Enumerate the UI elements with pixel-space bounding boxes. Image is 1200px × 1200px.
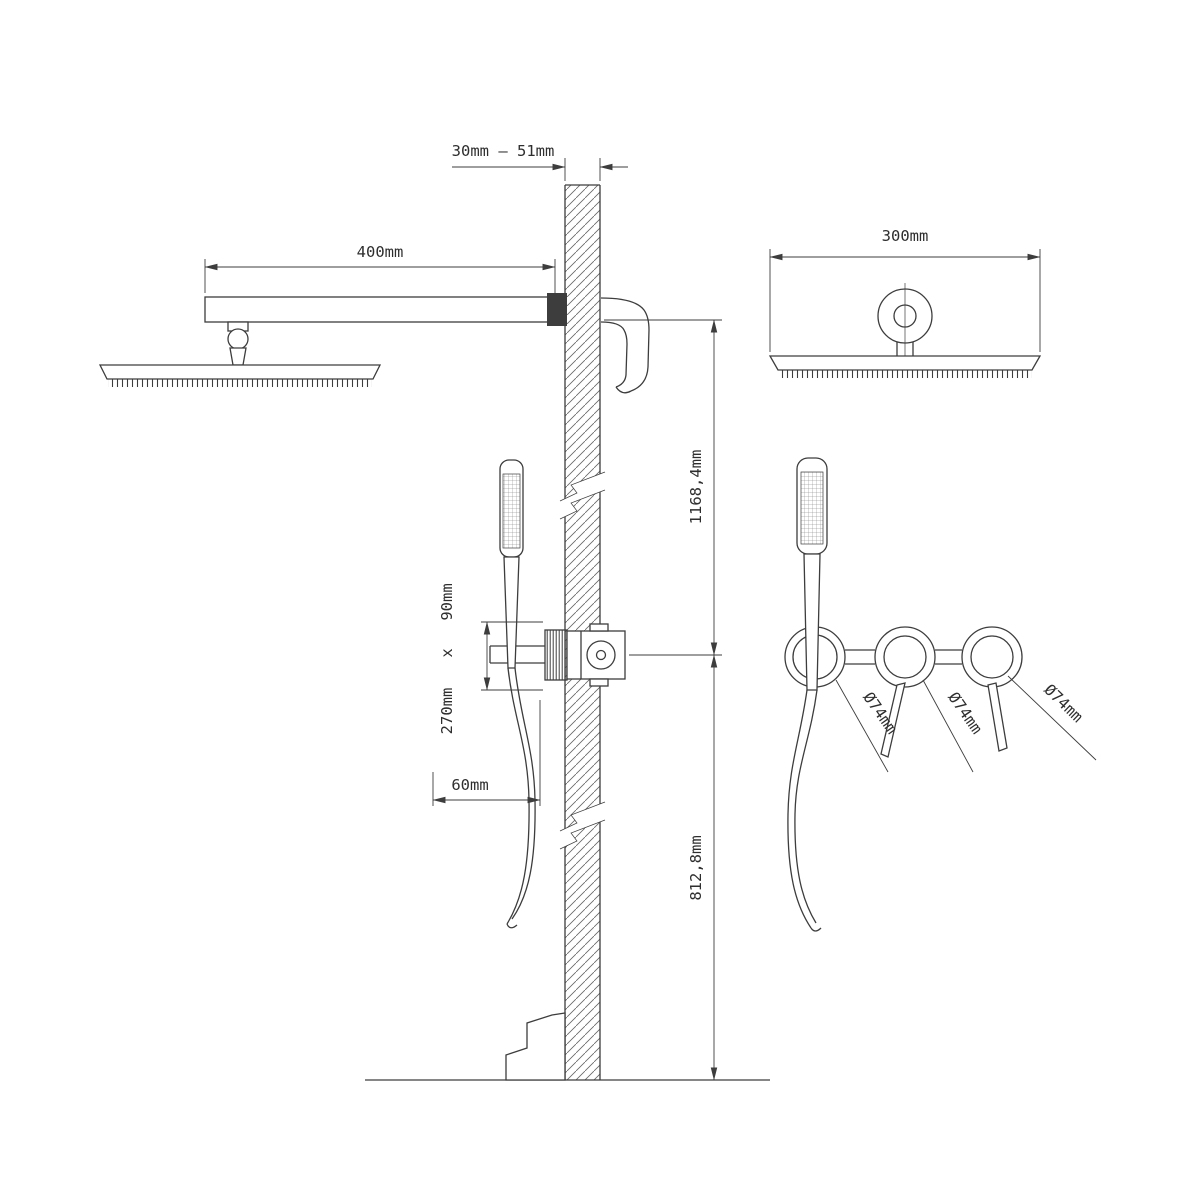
rain-head-side [98, 321, 382, 387]
dim-label-by: x [438, 648, 456, 657]
arm-wall-flange [547, 293, 567, 326]
dim-label-arm-length: 400mm [357, 243, 404, 261]
hand-shower-handle-side [503, 556, 520, 669]
dim-label-upper-height: 1168,4mm [687, 450, 705, 525]
dim-label-head-width: 300mm [882, 227, 929, 245]
dim-label-valve-width: 270mm [438, 688, 456, 735]
spray-face-front [800, 471, 824, 545]
trim-circle-2 [874, 626, 936, 688]
mounting-foot [505, 1012, 566, 1081]
dim-holder-offset: 60mm [432, 700, 541, 806]
hand-shower-holder-side [489, 645, 545, 664]
mixer-valve-side [544, 623, 626, 687]
wall-break-mark [559, 471, 606, 520]
hand-shower-side [499, 459, 536, 929]
shower-arm-side [204, 293, 567, 326]
rain-head-front [768, 283, 1042, 378]
nozzle-row [108, 379, 372, 387]
lever-right [987, 682, 1008, 752]
valve-cartridge [586, 640, 616, 670]
dim-label-wall-depth: 30mm – 51mm [452, 142, 555, 160]
dim-head-width: 300mm [769, 227, 1041, 352]
ball-joint [227, 328, 249, 350]
dim-valve-size: 90mm x 270mm [438, 583, 543, 734]
spray-face-side [502, 473, 521, 549]
dim-label-valve-height: 90mm [438, 583, 456, 620]
valve-trim-plate-side [544, 629, 568, 681]
spout-elbow [600, 297, 650, 394]
lever-middle [880, 682, 906, 758]
valve-trim-front [784, 626, 1023, 758]
hose-side [506, 667, 530, 925]
dim-trim-diameters: Ø74mm Ø74mm Ø74mm [835, 675, 1097, 773]
hand-shower-front [787, 457, 828, 932]
dim-heights: 1168,4mm 812,8mm [604, 319, 722, 1081]
dim-label-lower-height: 812,8mm [687, 835, 705, 900]
dim-label-holder-offset: 60mm [451, 776, 488, 794]
dim-arm-length: 400mm [204, 243, 556, 293]
arm-mount-ring [877, 288, 933, 344]
hand-shower-handle-front [803, 553, 821, 691]
dim-label-dia-3: Ø74mm [1040, 681, 1086, 726]
nozzle-row-front [780, 370, 1032, 378]
hose-front [787, 689, 812, 929]
dim-wall-depth: 30mm – 51mm [452, 142, 628, 181]
